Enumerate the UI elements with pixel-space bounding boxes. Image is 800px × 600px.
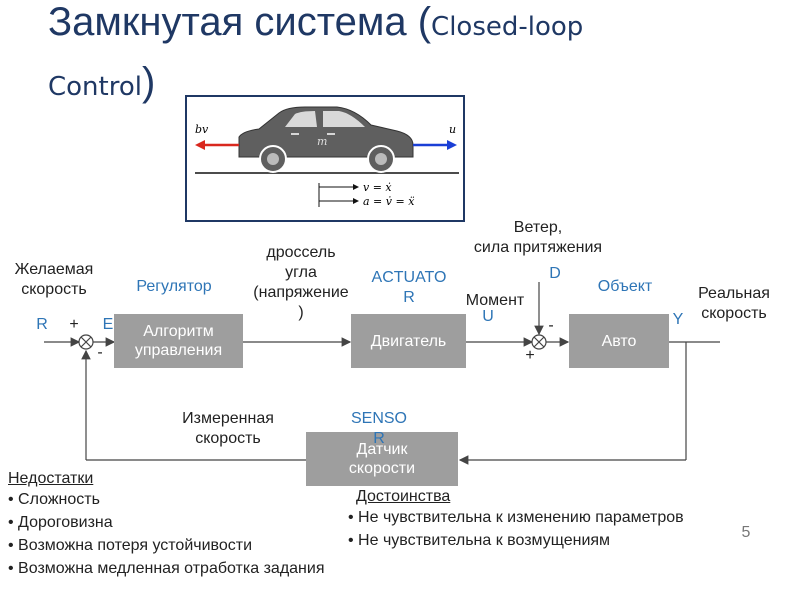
- label-measured-speed: Измеренная скорость: [166, 409, 290, 449]
- disadvantage-item: • Дороговизна: [8, 514, 113, 531]
- title-sub-2: Control: [48, 72, 142, 102]
- car-figure: bv u m v = ẋ a = v̇ = ẍ: [195, 106, 459, 208]
- label-real-speed-2: скорость: [701, 305, 767, 322]
- label-desired-speed-1: Желаемая: [14, 261, 94, 278]
- title-sub-1: Closed-loop: [431, 12, 584, 42]
- block-engine-label: Двигатель: [370, 332, 447, 350]
- block-engine: Двигатель: [351, 314, 466, 368]
- car-label-m: m: [317, 135, 327, 148]
- disadvantage-item: • Возможна медленная отработка задания: [8, 560, 325, 577]
- car-window-front: [285, 111, 317, 127]
- block-algorithm-line1: Алгоритм: [143, 323, 214, 340]
- wheel-hub-rear: [375, 153, 387, 165]
- car-eq-v: v = ẋ: [363, 181, 392, 194]
- label-real-speed-1: Реальная: [698, 285, 770, 302]
- sj1-cross-b: [80, 336, 92, 348]
- advantages-list: Достоинства • Не чувствительна к изменен…: [348, 488, 684, 552]
- disadvantages-list: Недостатки • Сложность • Дороговизна • В…: [8, 470, 324, 580]
- car-illustration: bv u m v = ẋ a = v̇ = ẍ: [185, 95, 465, 222]
- label-actuator-2: R: [403, 289, 415, 306]
- label-wind: Ветер, сила притяжения: [452, 218, 624, 258]
- disadvantage-item: • Возможна потеря устойчивости: [8, 537, 253, 554]
- label-desired-speed-2: скорость: [21, 281, 87, 298]
- label-regulator: Регулятор: [136, 278, 212, 295]
- label-desired-speed: Желаемая скорость: [4, 260, 104, 300]
- advantage-item: • Не чувствительна к возмущениям: [348, 532, 611, 549]
- car-body: [238, 106, 414, 158]
- label-actuator: ACTUATO R: [356, 268, 462, 308]
- kin-arrow-a-head: [353, 198, 359, 204]
- label-actuator-1: ACTUATO: [371, 269, 447, 286]
- block-sensor-line2: скорости: [348, 460, 416, 477]
- sj2-cross-b: [533, 336, 545, 348]
- label-throttle: дроссель угла (напряжение ): [236, 243, 366, 323]
- block-speed-sensor: Датчик скорости: [306, 432, 458, 486]
- label-measured-speed-2: скорость: [195, 430, 261, 447]
- block-algorithm-line2: управления: [134, 342, 223, 359]
- advantages-heading: Достоинства: [356, 488, 451, 505]
- label-minus-1: -: [97, 344, 103, 361]
- label-throttle-4: ): [298, 304, 304, 321]
- label-r: R: [36, 316, 48, 333]
- kin-arrow-v-head: [353, 184, 359, 190]
- label-object: Объект: [597, 278, 653, 295]
- label-throttle-3: (напряжение: [253, 284, 349, 301]
- label-throttle-2: угла: [285, 264, 317, 281]
- label-moment: Момент: [465, 292, 525, 309]
- label-u: U: [482, 308, 494, 325]
- car-label-bv: bv: [195, 123, 209, 136]
- block-auto-label: Авто: [601, 332, 637, 350]
- page-number: 5: [741, 524, 751, 541]
- block-sensor-line1: Датчик: [356, 441, 408, 458]
- slide-title: Замкнутая система (Closed-loop: [48, 0, 583, 45]
- label-e: E: [102, 316, 114, 333]
- slide-title-line2: Control): [48, 60, 155, 105]
- block-auto: Авто: [569, 314, 669, 368]
- title-paren-open: (: [417, 0, 432, 44]
- label-y: Y: [672, 311, 684, 328]
- thrust-arrow-head: [447, 140, 457, 150]
- car-window-rear: [323, 111, 365, 127]
- label-sensor-2: R: [373, 430, 385, 447]
- title-main-text: Замкнутая система: [48, 0, 418, 44]
- label-minus-2: -: [548, 317, 554, 334]
- title-paren-close: ): [141, 60, 156, 104]
- label-plus-1: +: [69, 316, 79, 333]
- car-label-u: u: [449, 123, 456, 136]
- label-wind-2: сила притяжения: [473, 239, 603, 256]
- advantage-item: • Не чувствительна к изменению параметро…: [348, 509, 684, 526]
- label-wind-1: Ветер,: [513, 219, 563, 236]
- label-measured-speed-1: Измеренная: [182, 410, 274, 427]
- label-sensor: SENSO R: [334, 409, 424, 449]
- car-eq-a: a = v̇ = ẍ: [363, 195, 415, 208]
- label-d: D: [549, 265, 561, 282]
- label-real-speed: Реальная скорость: [684, 284, 784, 324]
- wheel-hub-front: [267, 153, 279, 165]
- label-plus-2: +: [525, 347, 535, 364]
- label-throttle-1: дроссель: [266, 244, 336, 261]
- block-control-algorithm: Алгоритм управления: [114, 314, 243, 368]
- disadvantage-item: • Сложность: [8, 491, 100, 508]
- label-sensor-1: SENSO: [350, 410, 407, 427]
- disadvantages-heading: Недостатки: [8, 470, 94, 487]
- drag-arrow-head: [195, 140, 205, 150]
